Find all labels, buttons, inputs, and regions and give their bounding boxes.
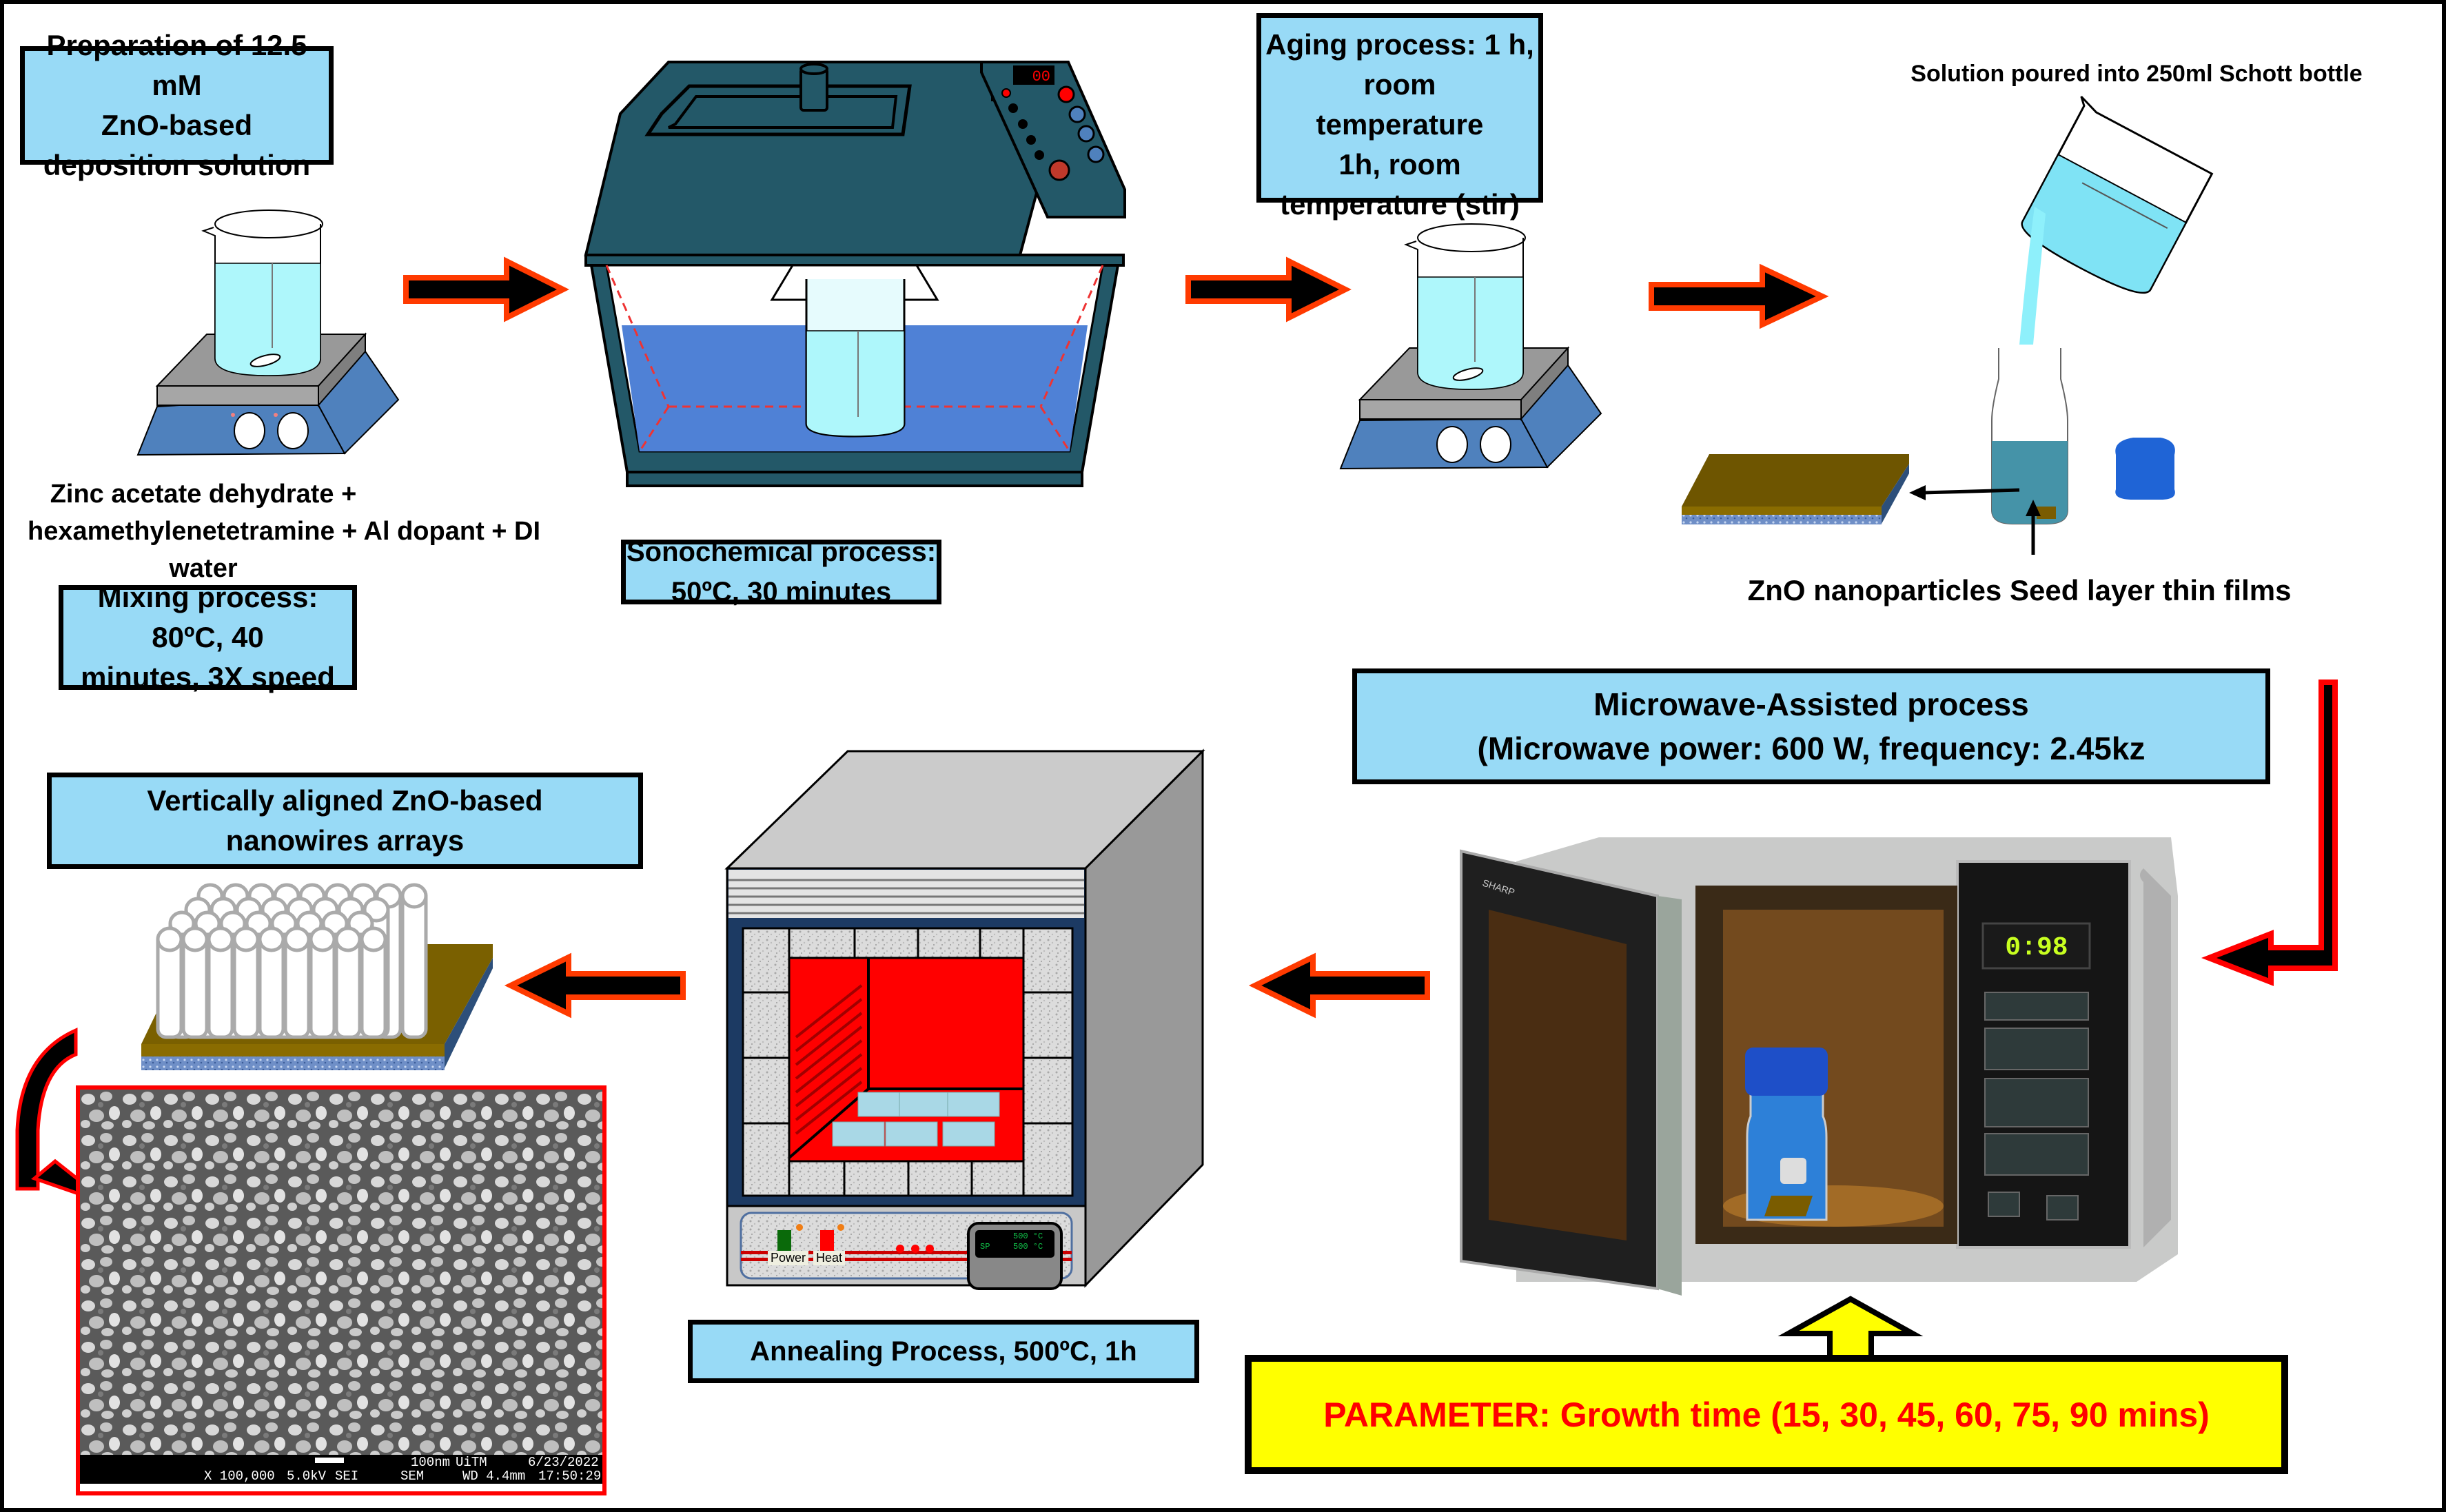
nanowire-rod-top [207,926,234,952]
sem-voltage: 5.0kV [287,1469,327,1484]
furnace-vent [728,870,1084,918]
aging-label-box: Aging process: 1 h, room temperature 1h,… [1256,13,1543,221]
nanowire-rod-top [232,926,260,952]
flow-arrow-right-2 [1185,256,1352,323]
hotplate-stirrer-1 [136,210,400,456]
knob-1 [234,412,265,449]
microwave-display [1981,922,2091,970]
ultrasonic-bath: 00 [584,61,1126,487]
sem-magnification: X 100,000 [204,1469,275,1484]
pouring-beaker-and-bottle [1991,96,2214,524]
microwave-label-box: Microwave-Assisted process (Microwave po… [1352,668,2270,784]
power-button [1048,159,1070,181]
heat-switch [820,1230,834,1252]
nanowire-rod-top [258,926,285,952]
nanowire-rod [400,887,428,1039]
sem-mode: SEM [400,1469,425,1484]
nanowire-array [141,883,493,1070]
bottle-cap-in-microwave [1745,1048,1828,1096]
pour-stream [2019,207,2046,345]
nanowire-rod-top [400,883,428,909]
pouring-label: Solution poured into 250ml Schott bottle [1910,61,2363,87]
sem-time: 17:50:29 [538,1469,602,1484]
controller-sp-label: SP [980,1242,990,1252]
flow-arrow-left-2 [504,952,686,1019]
seed-layer-substrate [1682,454,1909,524]
sample-arrays-in-furnace [832,1092,1000,1147]
sonochemical-label-box: Sonochemical process: 50ºC, 30 minutes [621,537,941,607]
annealing-furnace [724,748,1205,1290]
hotplate-stirrer-2 [1339,223,1602,470]
nanowire-rod-top [156,926,183,952]
control-panel [980,61,1126,218]
microwave-oven: 0:98 SHARP [1460,837,2178,1296]
timer-display-text: 00 [1032,68,1050,85]
annealing-label-box: Annealing Process, 500ºC, 1h [688,1320,1199,1383]
sem-institution: UiTM [456,1455,487,1470]
timer-display [1013,65,1054,85]
power-switch-label: Power [768,1251,809,1265]
preparation-label-box: Preparation of 12.5 mM ZnO-based deposit… [20,29,334,181]
preparation-line-2: ZnO-based deposition solution [43,109,311,181]
sem-detector: SEI [335,1469,359,1484]
sem-scalebar [315,1458,344,1463]
sem-image: 100nm UiTM 6/23/2022 X 100,000 5.0kV SEI… [76,1085,607,1495]
reagents-label: Zinc acetate dehydrate + hexamethylenete… [28,480,541,583]
bottle-in-microwave [1746,1091,1828,1221]
microwave-display-text: 0:98 [2005,933,2068,963]
nanowire-rods [156,883,428,1039]
parameter-box: PARAMETER: Growth time (15, 30, 45, 60, … [1245,1355,2288,1474]
pointer-arrow-left [1909,485,2020,500]
mixing-label-box: Mixing process: 80ºC, 40 minutes, 3X spe… [59,581,357,693]
bottle-cap [2115,438,2175,500]
seed-layer-label: ZnO nanoparticles Seed layer thin films [1747,574,2292,606]
flow-arrow-elbow-down-left [2201,680,2338,986]
sem-micrograph [80,1090,602,1455]
controller-sp: 500 °C [1013,1242,1043,1252]
preparation-line-1: Preparation of 12.5 mM [46,29,307,101]
nanowire-rod-top [181,926,209,952]
heat-switch-label: Heat [813,1251,846,1265]
sem-scale: 100nm [411,1455,451,1470]
pointer-arrow-up [2026,500,2041,555]
knob-2 [277,412,309,449]
flow-arrow-right-3 [1649,263,1829,329]
controller-pv: 500 °C [1013,1232,1043,1241]
sem-info-bar: 100nm UiTM 6/23/2022 X 100,000 5.0kV SEI… [80,1455,602,1484]
stir-bar [249,354,281,367]
nanowire-rod-top [309,926,336,952]
nanowire-rod-top [283,926,311,952]
sem-working-distance: WD 4.4mm [462,1469,526,1484]
sem-date: 6/23/2022 [528,1455,599,1470]
nanowire-rod-top [360,926,387,952]
flow-arrow-left-1 [1248,952,1430,1019]
power-switch [777,1230,791,1252]
parameter-arrow-up [1777,1296,1924,1367]
nanowire-rod-top [334,926,362,952]
nanowires-label-box: Vertically aligned ZnO-based nanowires a… [47,773,643,869]
flow-arrow-right-1 [403,256,569,323]
